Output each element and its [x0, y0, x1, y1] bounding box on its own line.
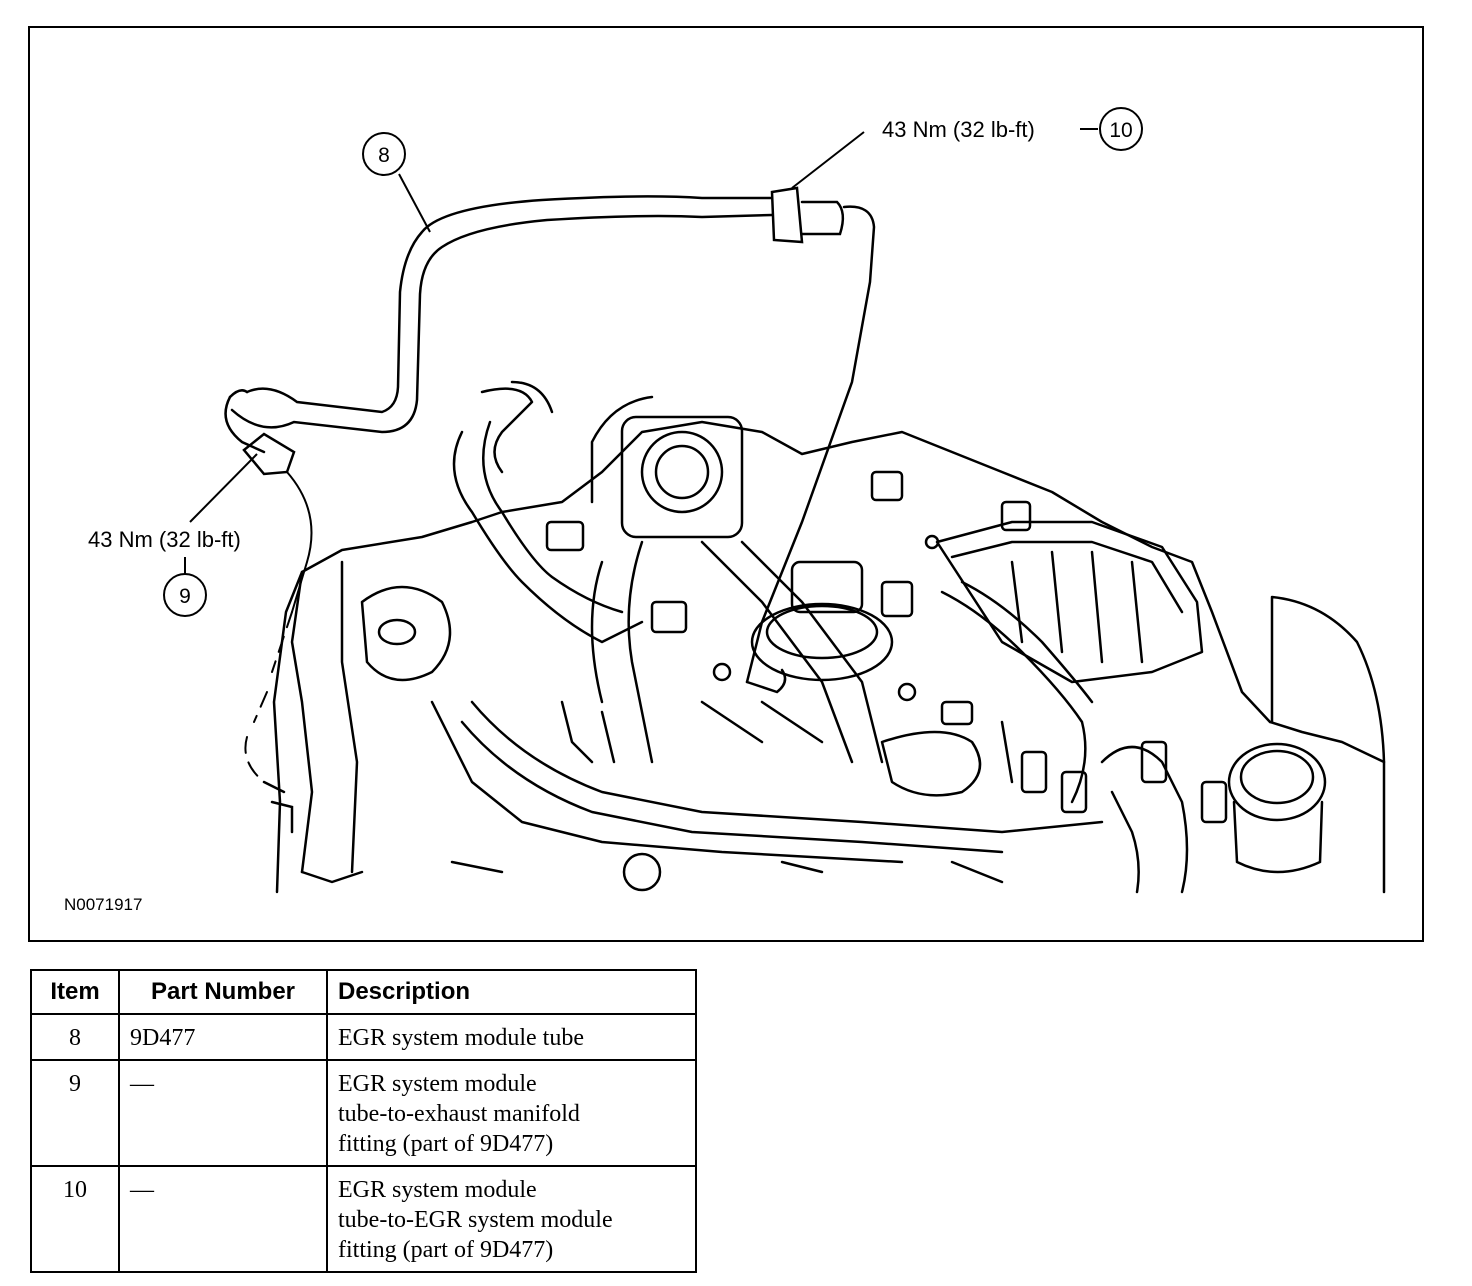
callout-10-torque: 43 Nm (32 lb-ft)	[882, 117, 1035, 142]
callout-9: 43 Nm (32 lb-ft) 9	[88, 527, 241, 617]
row-item: 9	[30, 1059, 120, 1167]
description-line: EGR system module	[338, 1177, 537, 1203]
row-description: EGR system module tube	[326, 1013, 697, 1061]
description-line: tube-to-EGR system module	[338, 1207, 613, 1233]
callout-10: 43 Nm (32 lb-ft) 10	[882, 107, 1143, 151]
row-item: 10	[30, 1165, 120, 1273]
header-item: Item	[30, 969, 120, 1015]
figure-frame: 8 43 Nm (32 lb-ft) 9 43 Nm (32 lb-ft) 10…	[28, 26, 1424, 942]
header-description: Description	[326, 969, 697, 1015]
row-part-number: —	[118, 1165, 328, 1273]
egr-tube	[224, 186, 876, 834]
row-description: EGR system module tube-to-EGR system mod…	[326, 1165, 697, 1273]
figure-id: N0071917	[64, 895, 142, 914]
description-line: tube-to-exhaust manifold	[338, 1101, 580, 1127]
engine-diagram: 8 43 Nm (32 lb-ft) 9 43 Nm (32 lb-ft) 10…	[64, 107, 1386, 914]
callout-10-number: 10	[1109, 119, 1132, 142]
engine-assembly	[272, 380, 1386, 894]
header-part-number: Part Number	[118, 969, 328, 1015]
parts-table: Item Part Number Description 8 9D477 EGR…	[30, 969, 697, 1273]
description-line: fitting (part of 9D477)	[338, 1131, 554, 1157]
row-item: 8	[30, 1013, 120, 1061]
callout-8-number: 8	[378, 144, 390, 167]
callout-10-circle	[1099, 107, 1143, 151]
table-row: 10 — EGR system module tube-to-EGR syste…	[30, 1165, 697, 1273]
table-header-row: Item Part Number Description	[30, 969, 697, 1015]
description-line: EGR system module tube	[338, 1025, 584, 1051]
table-row: 9 — EGR system module tube-to-exhaust ma…	[30, 1059, 697, 1167]
row-part-number: —	[118, 1059, 328, 1167]
callout-9-number: 9	[179, 585, 191, 608]
row-part-number: 9D477	[118, 1013, 328, 1061]
callout-9-circle	[163, 573, 207, 617]
table-row: 8 9D477 EGR system module tube	[30, 1013, 697, 1061]
callout-8: 8	[362, 132, 406, 176]
callout-9-torque: 43 Nm (32 lb-ft)	[88, 527, 241, 552]
description-line: EGR system module	[338, 1071, 537, 1097]
callout-8-circle	[362, 132, 406, 176]
row-description: EGR system module tube-to-exhaust manifo…	[326, 1059, 697, 1167]
description-line: fitting (part of 9D477)	[338, 1237, 554, 1263]
leader-lines	[184, 128, 1098, 574]
